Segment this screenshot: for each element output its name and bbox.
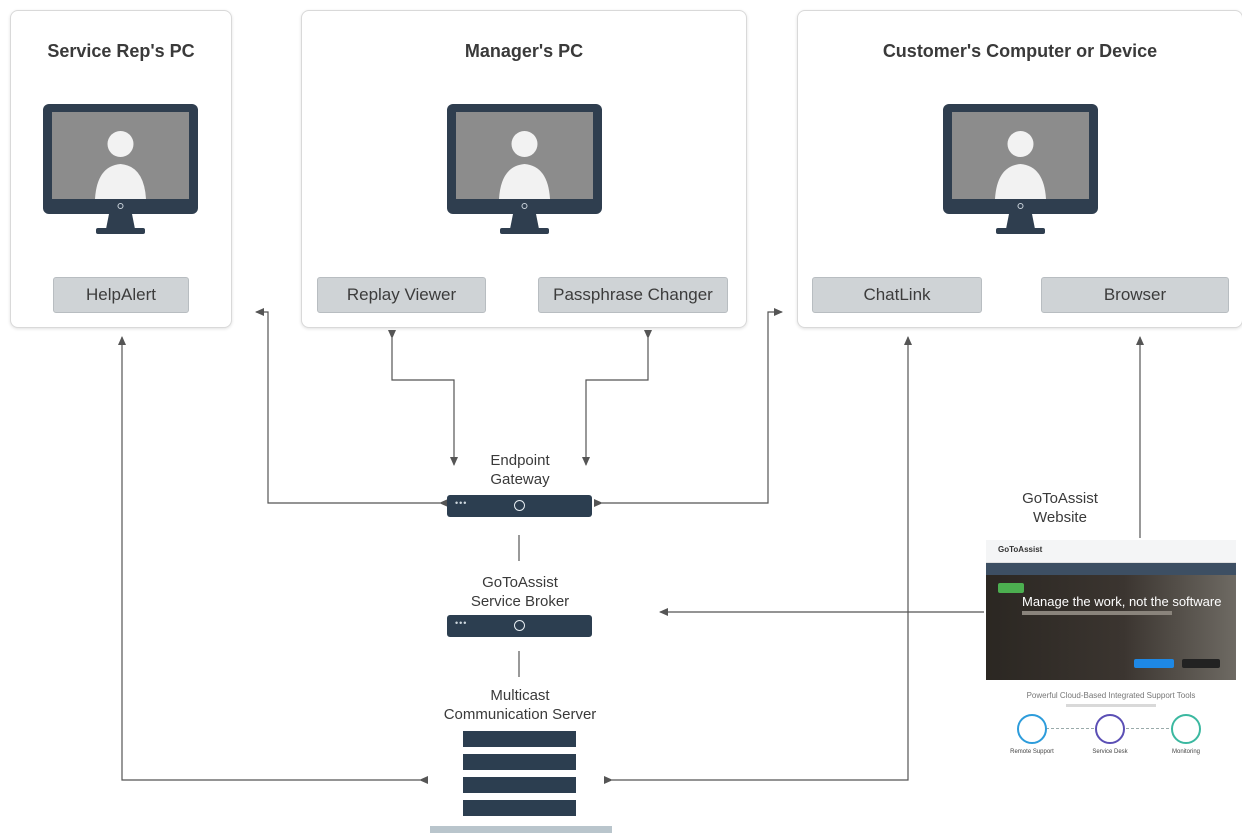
website-hero: Manage the work, not the software xyxy=(986,575,1236,680)
website-tools-title: Powerful Cloud-Based Integrated Support … xyxy=(1026,691,1196,700)
power-knob-icon xyxy=(514,620,525,631)
customers-computer-panel: Customer's Computer or Device ChatLink B… xyxy=(797,10,1242,328)
remote-support-icon xyxy=(1017,714,1047,744)
wire-passphrase-changer-gateway xyxy=(582,330,652,466)
browser-button: Browser xyxy=(1041,277,1229,313)
multicast-server-unit-1 xyxy=(463,731,576,747)
multicast-server-base xyxy=(430,826,612,833)
passphrase-changer-button: Passphrase Changer xyxy=(538,277,728,313)
helpalert-button: HelpAlert xyxy=(53,277,189,313)
website-label: GoToAssist Website xyxy=(1022,490,1098,526)
website-topbar: GoToAssist xyxy=(986,540,1236,563)
wire-gateway-customer xyxy=(594,308,783,507)
led-dots-icon: ••• xyxy=(455,618,468,628)
multicast-server-unit-2 xyxy=(463,754,576,770)
managers-pc-panel: Manager's PC Replay Viewer Passphrase Ch… xyxy=(301,10,747,328)
website-nav xyxy=(986,563,1236,575)
power-knob-icon xyxy=(514,500,525,511)
managers-pc-title: Manager's PC xyxy=(464,41,584,61)
customers-computer-title: Customer's Computer or Device xyxy=(882,41,1158,61)
wire-replay-viewer-gateway xyxy=(388,330,458,466)
wire-gateway-service-rep xyxy=(255,308,448,507)
multicast-server-unit-3 xyxy=(463,777,576,793)
manager-monitor-icon xyxy=(447,104,602,234)
monitoring-caption: Monitoring xyxy=(1171,749,1200,755)
monitoring-icon xyxy=(1171,714,1201,744)
service-rep-pc-panel: Service Rep's PC HelpAlert xyxy=(10,10,232,328)
website-secondary-button xyxy=(1182,659,1220,668)
service-broker-label: GoToAssist Service Broker xyxy=(470,574,570,610)
replay-viewer-button: Replay Viewer xyxy=(317,277,486,313)
wire-multicast-helpalert xyxy=(118,336,428,784)
service-broker-server-icon: ••• xyxy=(447,615,592,637)
service-desk-caption: Service Desk xyxy=(1092,749,1128,755)
chatlink-button: ChatLink xyxy=(812,277,982,313)
website-logo: GoToAssist xyxy=(998,545,1043,554)
customer-monitor-icon xyxy=(943,104,1098,234)
website-tools-subline xyxy=(1066,704,1156,707)
wire-multicast-chatlink xyxy=(604,336,912,784)
multicast-server-unit-4 xyxy=(463,800,576,816)
service-rep-pc-title: Service Rep's PC xyxy=(47,41,195,61)
website-primary-button xyxy=(1134,659,1174,668)
led-dots-icon: ••• xyxy=(455,498,468,508)
website-badge xyxy=(998,583,1024,593)
service-rep-monitor-icon xyxy=(43,104,198,234)
endpoint-gateway-server-icon: ••• xyxy=(447,495,592,517)
service-desk-icon xyxy=(1095,714,1125,744)
website-subline xyxy=(1022,611,1172,615)
website-screenshot: GoToAssist Manage the work, not the soft… xyxy=(986,540,1236,800)
website-headline: Manage the work, not the software xyxy=(1022,594,1222,609)
remote-support-caption: Remote Support xyxy=(1010,749,1054,755)
multicast-server-label: Multicast Communication Server xyxy=(443,687,597,723)
endpoint-gateway-label: Endpoint Gateway xyxy=(490,452,550,488)
